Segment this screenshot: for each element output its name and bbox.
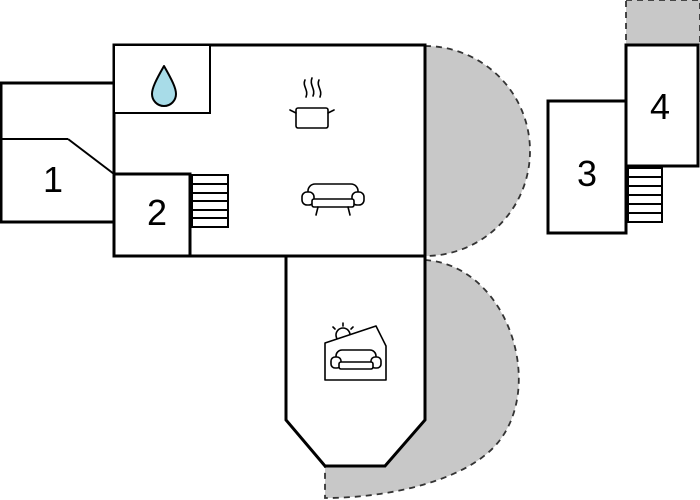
- room-1-label: 1: [43, 159, 63, 200]
- water-drop-icon: [151, 65, 177, 107]
- cooking-pot-icon: [289, 77, 335, 129]
- terrace-lower: [324, 259, 520, 499]
- terraces: [324, 0, 700, 499]
- room-2-label: 2: [147, 192, 167, 233]
- room-4-label: 4: [650, 86, 670, 127]
- stairs-annex: [627, 167, 663, 223]
- room-3-label: 3: [577, 153, 597, 194]
- room-2-outline: [112, 172, 192, 258]
- room-1-outline: [0, 81, 117, 224]
- sunroom-sofa-icon: [324, 322, 387, 381]
- room-4-outline: [624, 43, 700, 168]
- sofa-icon: [301, 183, 365, 216]
- stairs-main: [191, 174, 229, 228]
- room-1-diagonal-wall: [67, 138, 115, 175]
- terrace-upper: [424, 45, 531, 257]
- main-building: [0, 43, 427, 468]
- room-3-outline: [546, 99, 628, 235]
- annex-building: [546, 43, 700, 235]
- terrace-annex: [625, 0, 700, 46]
- stairs-icon: [191, 167, 663, 228]
